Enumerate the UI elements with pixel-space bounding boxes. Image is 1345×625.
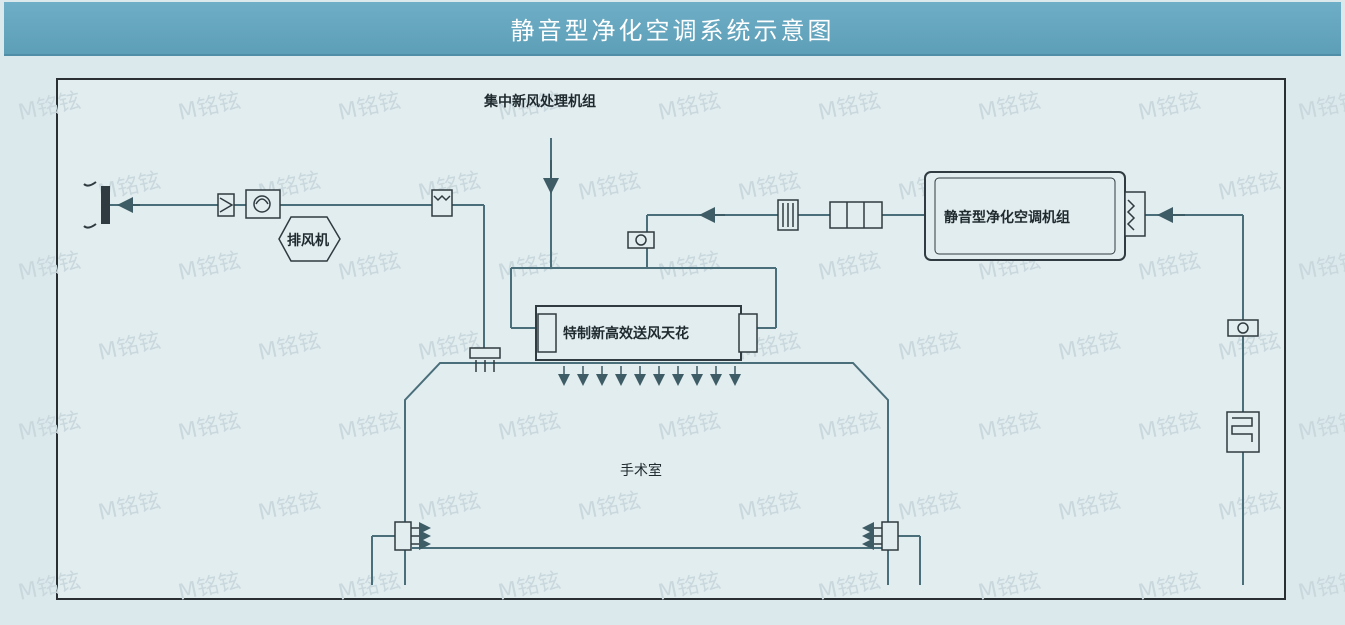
exhaust-fan-icon xyxy=(245,189,281,219)
supply-valve-icon xyxy=(627,231,655,249)
exhaust-fan-label-hex xyxy=(278,216,341,262)
watermark-logo: M铭铉 xyxy=(336,408,403,446)
watermark-logo: M铭铉 xyxy=(1296,88,1345,126)
watermark-logo: M铭铉 xyxy=(1056,328,1123,366)
watermark-logo: M铭铉 xyxy=(336,248,403,286)
watermark-logo: M铭铉 xyxy=(496,408,563,446)
watermark-logo: M铭铉 xyxy=(736,488,803,526)
watermark-logo: M铭铉 xyxy=(1216,168,1283,206)
watermark-logo: M铭铉 xyxy=(656,408,723,446)
exhaust-fan-label: 排风机 xyxy=(287,233,329,249)
room-label: 手术室 xyxy=(620,463,662,479)
watermark-logo: M铭铉 xyxy=(176,408,243,446)
watermark-logo: M铭铉 xyxy=(976,408,1043,446)
watermark-logo: M铭铉 xyxy=(16,88,83,126)
watermark-logo: M铭铉 xyxy=(816,88,883,126)
watermark-logo: M铭铉 xyxy=(256,488,323,526)
supply-ceiling-box xyxy=(535,305,758,361)
return-valve-icon xyxy=(1227,319,1259,337)
header-bar: 静音型净化空调系统示意图 xyxy=(4,2,1341,56)
exhaust-outlet-icon xyxy=(83,181,110,229)
fresh-air-unit-label: 集中新风处理机组 xyxy=(484,94,596,110)
watermark-logo: M铭铉 xyxy=(656,88,723,126)
watermark-logo: M铭铉 xyxy=(1136,88,1203,126)
side-return-grille-right xyxy=(862,521,899,551)
watermark-logo: M铭铉 xyxy=(816,248,883,286)
watermark-logo: M铭铉 xyxy=(1216,488,1283,526)
watermark-logo: M铭铉 xyxy=(816,568,883,606)
watermark-logo: M铭铉 xyxy=(976,568,1043,606)
watermark-logo: M铭铉 xyxy=(96,328,163,366)
ac-unit-label: 静音型净化空调机组 xyxy=(944,210,1070,226)
watermark-logo: M铭铉 xyxy=(1136,408,1203,446)
watermark-logo: M铭铉 xyxy=(336,568,403,606)
watermark-logo: M铭铉 xyxy=(1136,568,1203,606)
watermark-logo: M铭铉 xyxy=(896,488,963,526)
watermark-logo: M铭铉 xyxy=(1296,408,1345,446)
ac-unit-box xyxy=(924,171,1146,261)
watermark-logo: M铭铉 xyxy=(656,568,723,606)
page-title: 静音型净化空调系统示意图 xyxy=(510,16,835,45)
return-grille-icon xyxy=(469,347,501,372)
watermark-logo: M铭铉 xyxy=(1136,248,1203,286)
watermark-logo: M铭铉 xyxy=(336,88,403,126)
filter-icon xyxy=(431,189,453,217)
watermark-logo: M铭铉 xyxy=(16,408,83,446)
watermark-logo: M铭铉 xyxy=(416,488,483,526)
watermark-logo: M铭铉 xyxy=(256,328,323,366)
watermark-logo: M铭铉 xyxy=(416,328,483,366)
watermark-logo: M铭铉 xyxy=(816,408,883,446)
watermark-logo: M铭铉 xyxy=(96,488,163,526)
check-valve-icon xyxy=(217,193,235,217)
watermark-logo: M铭铉 xyxy=(176,248,243,286)
watermark-logo: M铭铉 xyxy=(176,88,243,126)
watermark-logo: M铭铉 xyxy=(496,568,563,606)
watermark-logo: M铭铉 xyxy=(896,328,963,366)
return-heater-icon xyxy=(1226,411,1260,453)
watermark-logo: M铭铉 xyxy=(1056,488,1123,526)
watermark-logo: M铭铉 xyxy=(1296,568,1345,606)
watermark-logo: M铭铉 xyxy=(16,248,83,286)
coil-section-icon xyxy=(829,201,883,229)
watermark-logo: M铭铉 xyxy=(16,568,83,606)
watermark-logo: M铭铉 xyxy=(176,568,243,606)
watermark-logo: M铭铉 xyxy=(976,88,1043,126)
silencer-icon xyxy=(777,199,799,231)
supply-airflow-arrows xyxy=(558,366,741,386)
side-return-grille-left xyxy=(394,521,431,551)
watermark-logo: M铭铉 xyxy=(1296,248,1345,286)
watermark-logo: M铭铉 xyxy=(576,488,643,526)
ceiling-label: 特制新高效送风天花 xyxy=(563,326,689,342)
watermark-logo: M铭铉 xyxy=(576,168,643,206)
operating-room-outline xyxy=(404,362,889,585)
